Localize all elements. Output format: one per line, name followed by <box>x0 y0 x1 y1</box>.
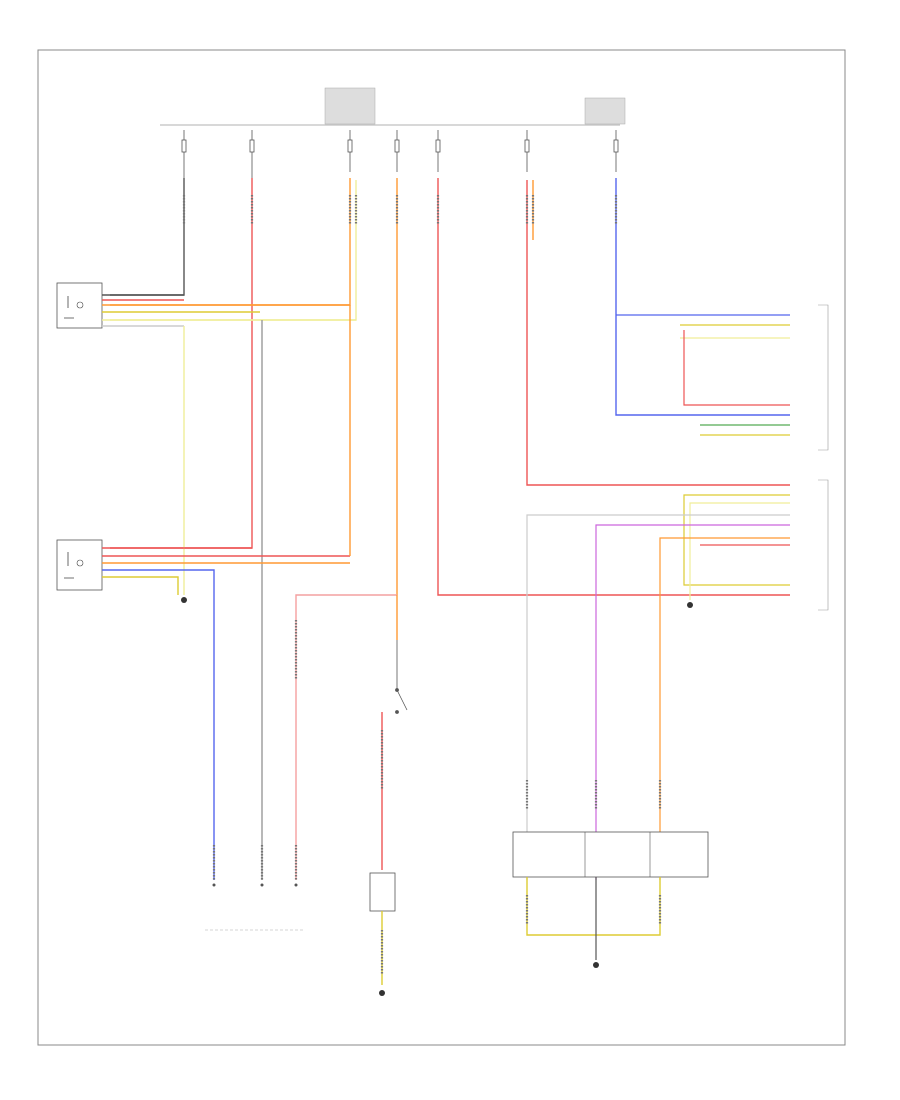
bottom-right-connector-marks <box>525 780 662 925</box>
switch-icon <box>381 640 408 870</box>
lower-left-harness <box>102 547 350 880</box>
ground-icon <box>181 597 187 603</box>
fuse-icon <box>435 130 441 172</box>
fuse-block-headers <box>324 87 626 125</box>
ground-icon <box>687 602 693 608</box>
right-upper-bracket <box>818 304 829 451</box>
right-lower-bracket <box>818 479 829 611</box>
bottom-right-component <box>512 831 709 968</box>
upper-left-harness <box>102 294 356 880</box>
fuse-icon <box>524 130 530 172</box>
diagram-frame <box>37 49 846 1046</box>
ground-icon <box>593 962 599 968</box>
right-upper-harness <box>616 314 790 436</box>
fuse-icon <box>613 130 619 172</box>
center-wires <box>295 305 398 880</box>
feed-wires <box>110 178 790 596</box>
motor-icon <box>64 296 74 319</box>
ground-icon <box>379 990 385 996</box>
upper-left-component <box>56 282 103 329</box>
fuse-icon <box>394 130 400 172</box>
connector-marks <box>182 195 618 225</box>
center-connector-marks <box>212 620 384 880</box>
right-lower-harness <box>526 494 790 880</box>
fuses <box>181 130 619 178</box>
fuse-icon <box>249 130 255 178</box>
fuse-icon <box>347 130 353 172</box>
fuse-icon <box>181 130 187 178</box>
center-component <box>369 872 396 996</box>
lower-left-component <box>56 539 103 591</box>
bottom-left-connectors <box>212 883 298 887</box>
motor-icon <box>64 552 74 579</box>
